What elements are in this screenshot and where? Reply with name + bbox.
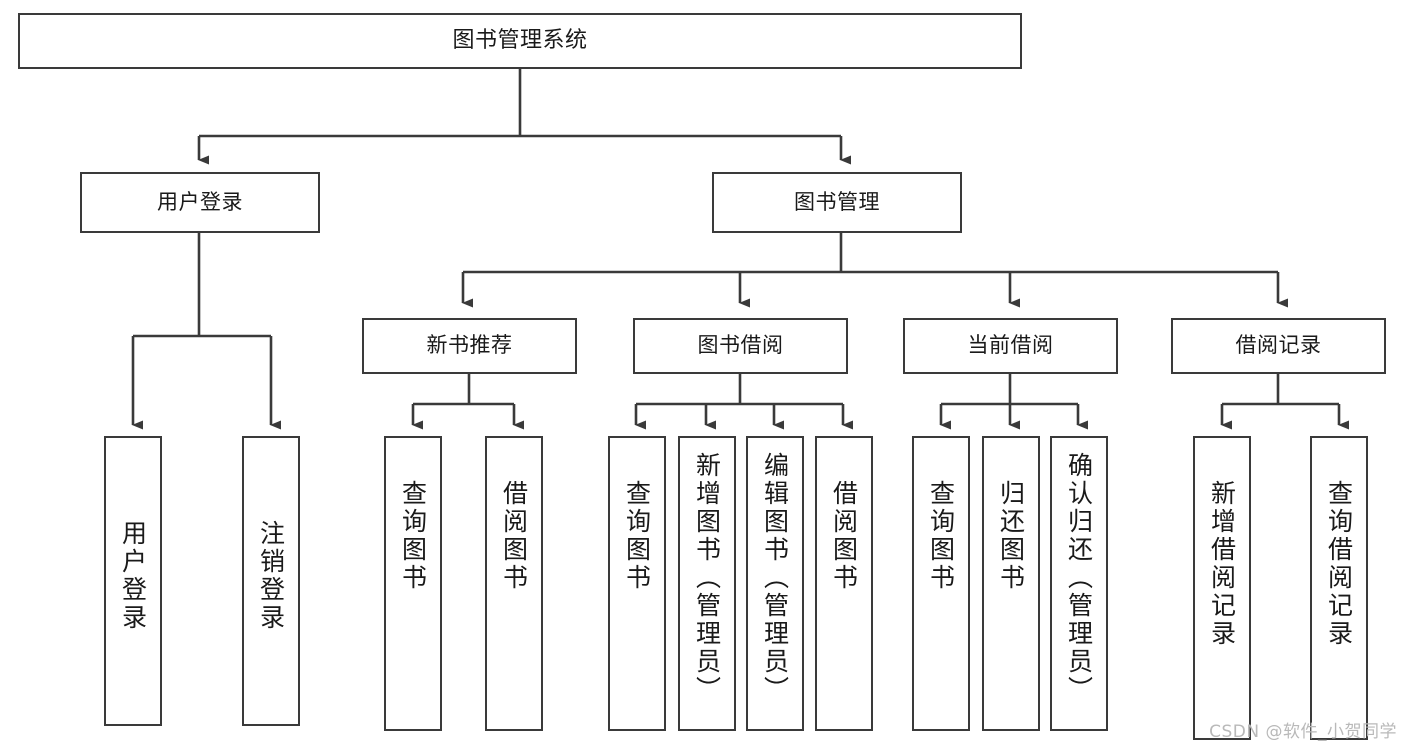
node-book-management-label: 图书管理 bbox=[794, 189, 880, 214]
leaf-label: 注销登录 bbox=[256, 520, 286, 632]
leaf-label: 借阅图书 bbox=[499, 480, 529, 592]
leaf-label: 确认归还（管理员） bbox=[1064, 452, 1094, 704]
leaf-label: 归还图书 bbox=[996, 480, 1026, 592]
leaf-label: 借阅图书 bbox=[829, 480, 859, 592]
node-borrow-records-label: 借阅记录 bbox=[1235, 333, 1322, 358]
leaf-label: 查询图书 bbox=[622, 480, 652, 592]
node-root[interactable]: 图书管理系统 bbox=[18, 13, 1022, 69]
leaf-user-login-login[interactable]: 用户登录 bbox=[104, 436, 162, 726]
node-new-book-recommend-label: 新书推荐 bbox=[426, 333, 513, 358]
leaf-label: 新增借阅记录 bbox=[1207, 480, 1237, 648]
node-user-login[interactable]: 用户登录 bbox=[80, 172, 320, 233]
node-user-login-label: 用户登录 bbox=[157, 189, 243, 214]
leaf-records-add-record[interactable]: 新增借阅记录 bbox=[1193, 436, 1251, 740]
node-current-borrow[interactable]: 当前借阅 bbox=[903, 318, 1118, 374]
node-book-management[interactable]: 图书管理 bbox=[712, 172, 962, 233]
node-book-borrow-label: 图书借阅 bbox=[697, 333, 784, 358]
node-new-book-recommend[interactable]: 新书推荐 bbox=[362, 318, 577, 374]
leaf-borrow-borrow-book[interactable]: 借阅图书 bbox=[815, 436, 873, 731]
leaf-label: 查询借阅记录 bbox=[1324, 480, 1354, 648]
leaf-current-confirm-return[interactable]: 确认归还（管理员） bbox=[1050, 436, 1108, 731]
leaf-borrow-query-book[interactable]: 查询图书 bbox=[608, 436, 666, 731]
leaf-current-return-book[interactable]: 归还图书 bbox=[982, 436, 1040, 731]
csdn-watermark: CSDN @软件_小贺同学 bbox=[1209, 722, 1397, 742]
leaf-label: 查询图书 bbox=[926, 480, 956, 592]
node-root-label: 图书管理系统 bbox=[452, 27, 588, 53]
leaf-label: 新增图书（管理员） bbox=[692, 452, 722, 704]
leaf-records-query-record[interactable]: 查询借阅记录 bbox=[1310, 436, 1368, 740]
leaf-borrow-edit-book[interactable]: 编辑图书（管理员） bbox=[746, 436, 804, 731]
node-book-borrow[interactable]: 图书借阅 bbox=[633, 318, 848, 374]
leaf-current-query-book[interactable]: 查询图书 bbox=[912, 436, 970, 731]
leaf-label: 编辑图书（管理员） bbox=[760, 452, 790, 704]
leaf-label: 用户登录 bbox=[118, 520, 148, 632]
node-borrow-records[interactable]: 借阅记录 bbox=[1171, 318, 1386, 374]
leaf-user-login-logout[interactable]: 注销登录 bbox=[242, 436, 300, 726]
leaf-recommend-query-book[interactable]: 查询图书 bbox=[384, 436, 442, 731]
node-current-borrow-label: 当前借阅 bbox=[967, 333, 1054, 358]
leaf-label: 查询图书 bbox=[398, 480, 428, 592]
leaf-borrow-add-book[interactable]: 新增图书（管理员） bbox=[678, 436, 736, 731]
leaf-recommend-borrow-book[interactable]: 借阅图书 bbox=[485, 436, 543, 731]
